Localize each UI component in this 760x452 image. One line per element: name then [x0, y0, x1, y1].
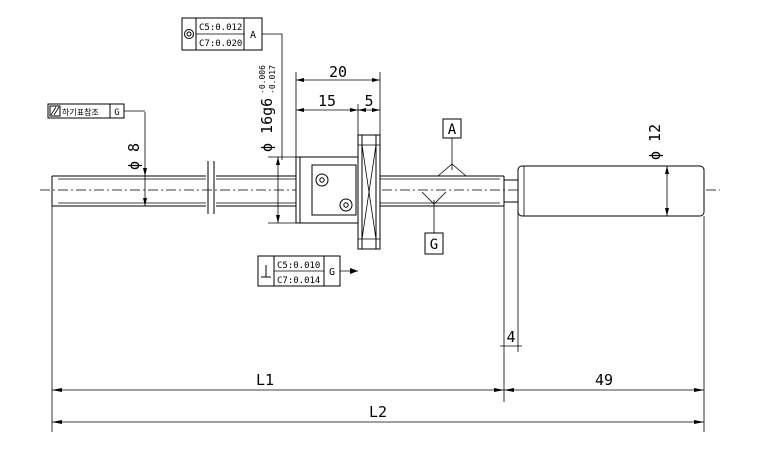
runout-line2: C7:0.020: [199, 39, 242, 49]
perpendicularity-datum: G: [329, 267, 335, 278]
parallelism-icon: [50, 106, 57, 116]
dim-end-length-label: 49: [595, 371, 613, 389]
dim-end-diameter: ϕ 12: [646, 124, 669, 216]
dim-flange-width-label: 5: [364, 92, 373, 110]
perpendicularity-icon: [261, 265, 271, 278]
datum-g-label: G: [430, 237, 438, 253]
dim-nut-length-label: 20: [329, 63, 347, 81]
screw-shaft: [380, 175, 519, 207]
dim-end-diameter-label: ϕ 12: [646, 124, 664, 160]
perpendicularity-line1: C5:0.010: [277, 261, 320, 271]
perpendicularity-frame: C5:0.010 C7:0.014 G: [257, 255, 358, 287]
dim-gap: 4: [500, 202, 522, 402]
dim-flange-offset-label: 15: [318, 92, 336, 110]
left-shaft: [51, 161, 298, 214]
dim-l2: L2: [52, 403, 704, 424]
dim-journal-diameter: ϕ 8: [125, 112, 147, 206]
dim-shaft-tol-upper: -0.006: [258, 65, 267, 94]
runout-frame: C5:0.012 C7:0.020 A: [181, 17, 283, 160]
runout-datum: A: [250, 30, 256, 41]
parallelism-note: 하기표참조: [62, 107, 99, 117]
dim-l1-label: L1: [256, 371, 274, 389]
runout-line1: C5:0.012: [199, 23, 242, 33]
dim-l1: L1 49: [51, 206, 705, 432]
dim-journal-diameter-label: ϕ 8: [125, 143, 143, 170]
datum-a-marker: A: [437, 118, 467, 177]
dim-flange: 15 5: [296, 92, 380, 135]
dim-gap-label: 4: [506, 328, 515, 346]
dim-shaft-tol-lower: -0.017: [268, 65, 277, 94]
end-journal: [517, 165, 705, 217]
parallelism-datum: G: [114, 108, 119, 118]
ball-nut: [295, 156, 361, 224]
dim-l2-label: L2: [369, 403, 387, 421]
datum-g-marker: G: [421, 191, 447, 255]
dim-shaft-diameter-label: ϕ 16g6: [258, 98, 276, 152]
perpendicularity-line2: C7:0.014: [277, 276, 320, 286]
nut-flange: [357, 134, 381, 250]
dim-nut-length: 20: [295, 63, 381, 157]
parallelism-frame: 하기표참조 G: [47, 103, 145, 119]
datum-a-label: A: [448, 122, 457, 138]
concentricity-icon: [184, 29, 194, 39]
dim-shaft-diameter: ϕ 16g6 -0.006 -0.017: [258, 65, 296, 224]
